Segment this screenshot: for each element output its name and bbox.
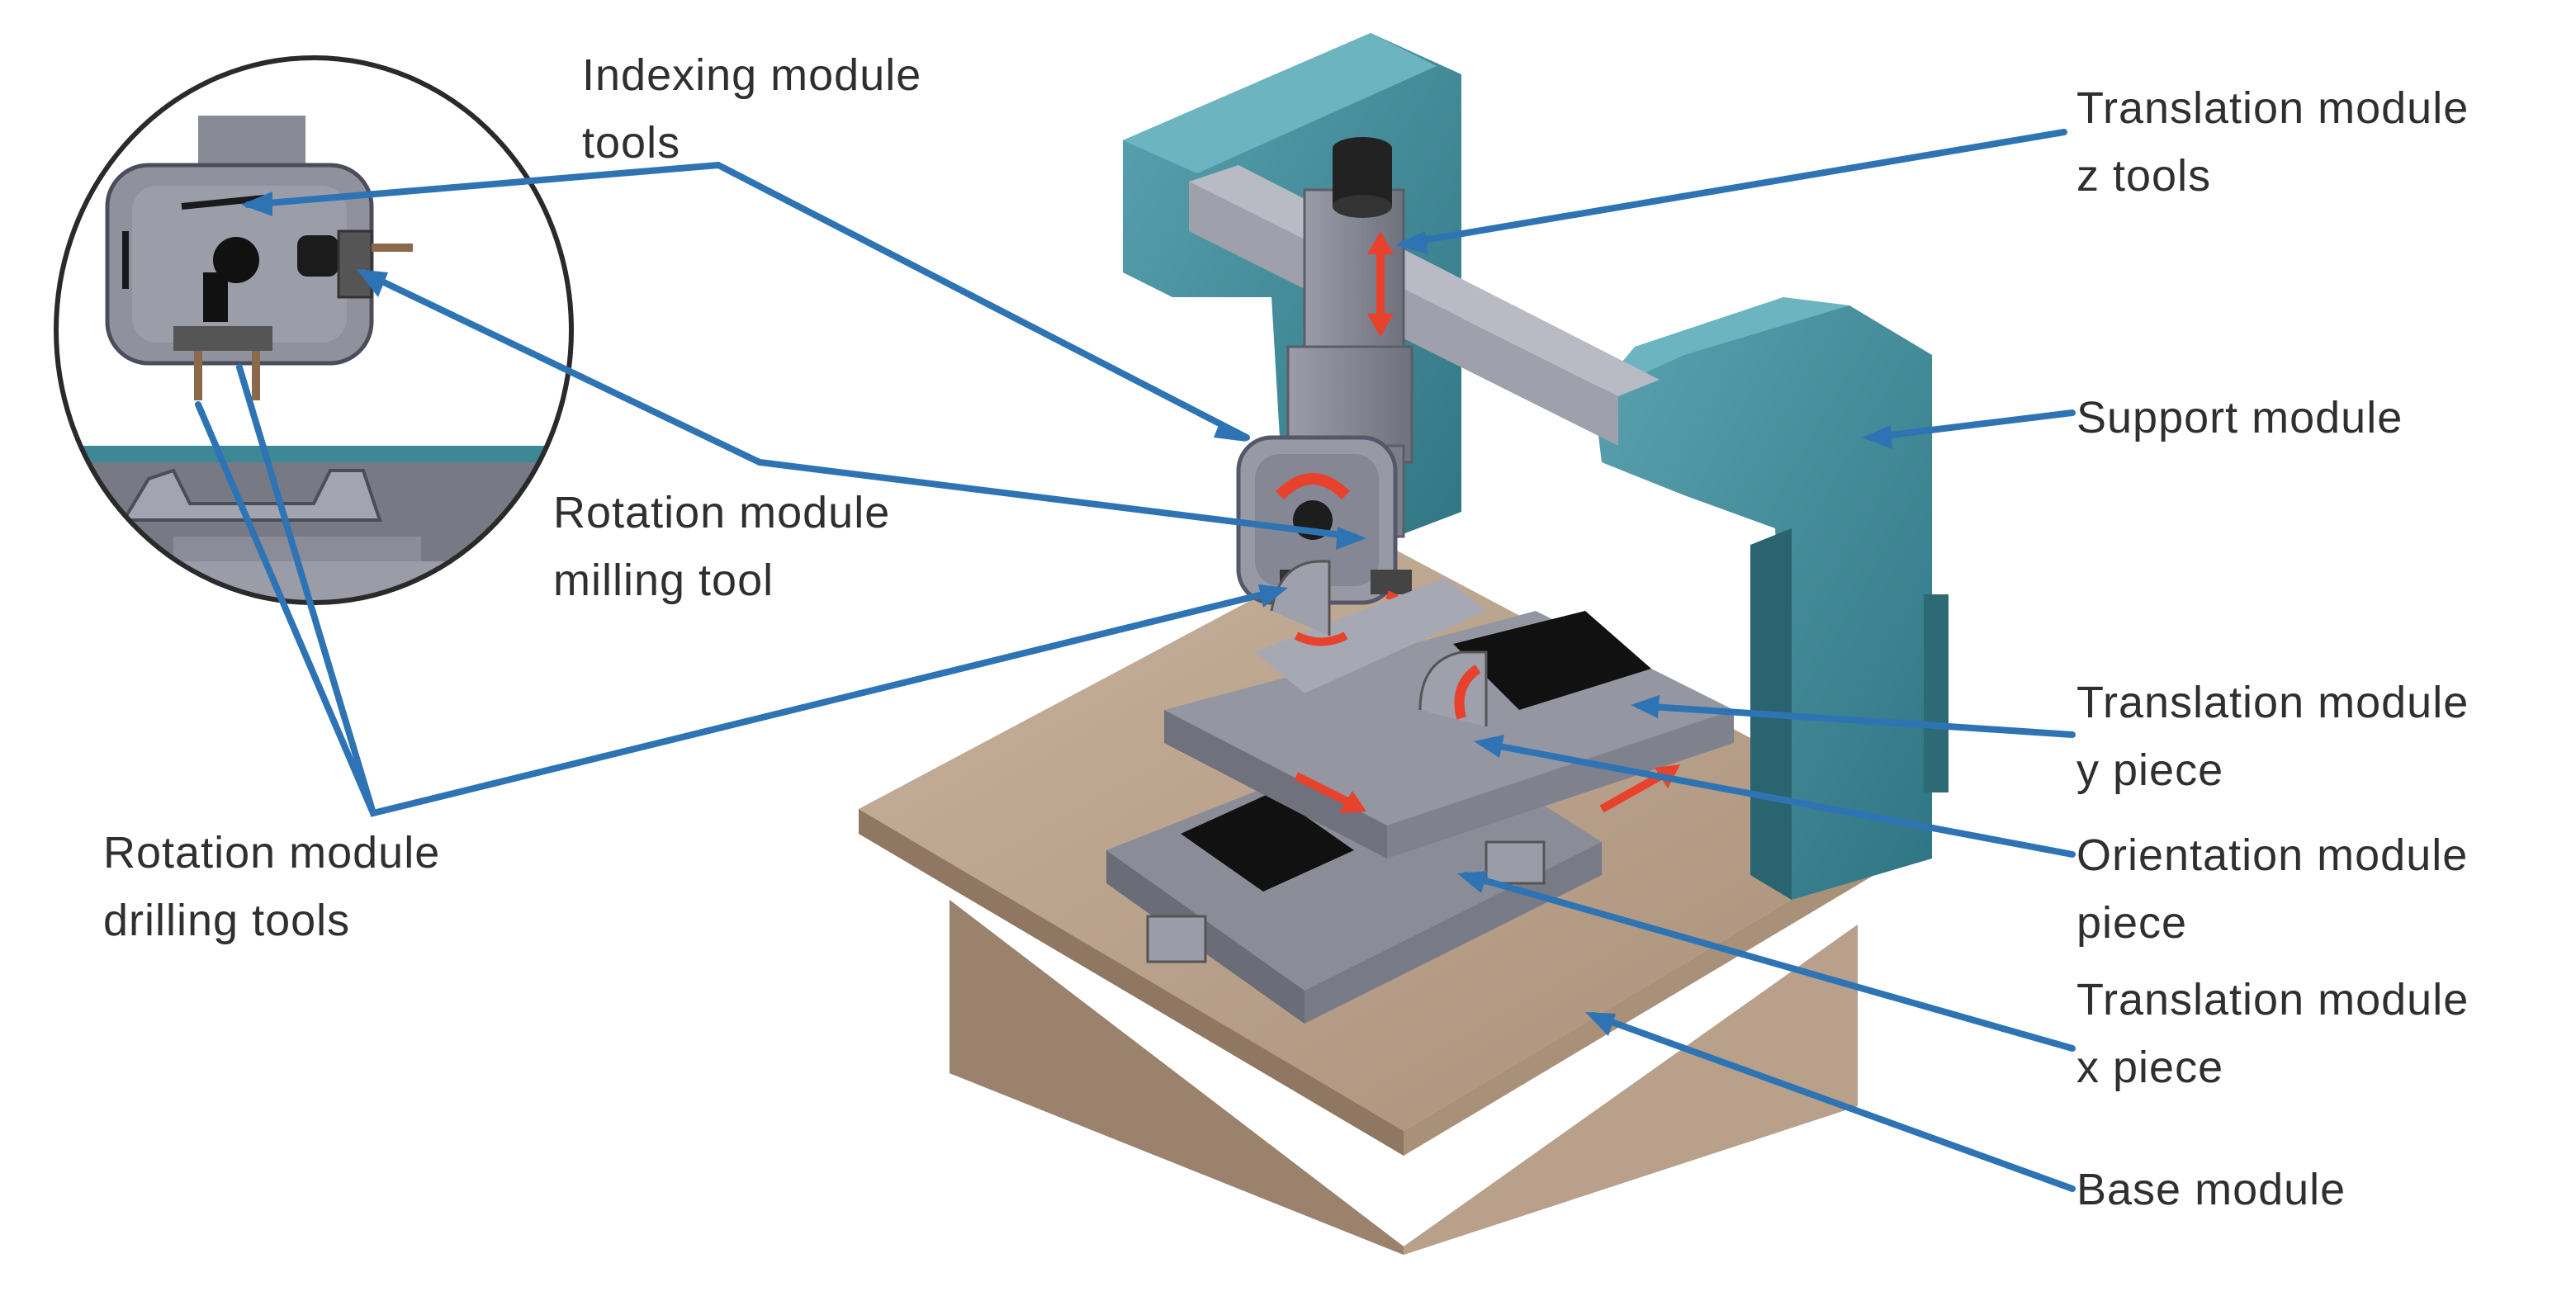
leader-y	[1636, 703, 2076, 738]
leader-base	[1590, 1012, 2076, 1192]
z-motion-arrow	[1367, 231, 1394, 337]
leader-lines	[195, 129, 2076, 1192]
leader-milling	[360, 269, 1357, 540]
leader-z	[1400, 129, 2067, 247]
leader-orientation	[1479, 740, 2076, 858]
leader-indexing	[244, 162, 722, 208]
leader-support	[1867, 409, 2076, 441]
leader-drilling-2	[195, 401, 376, 816]
translation-y-piece	[1164, 611, 1734, 859]
leader-x	[1462, 872, 2076, 1052]
detail-inset	[54, 55, 574, 605]
orientation-module-piece	[1255, 560, 1488, 726]
leader-indexing-2	[715, 162, 1250, 441]
